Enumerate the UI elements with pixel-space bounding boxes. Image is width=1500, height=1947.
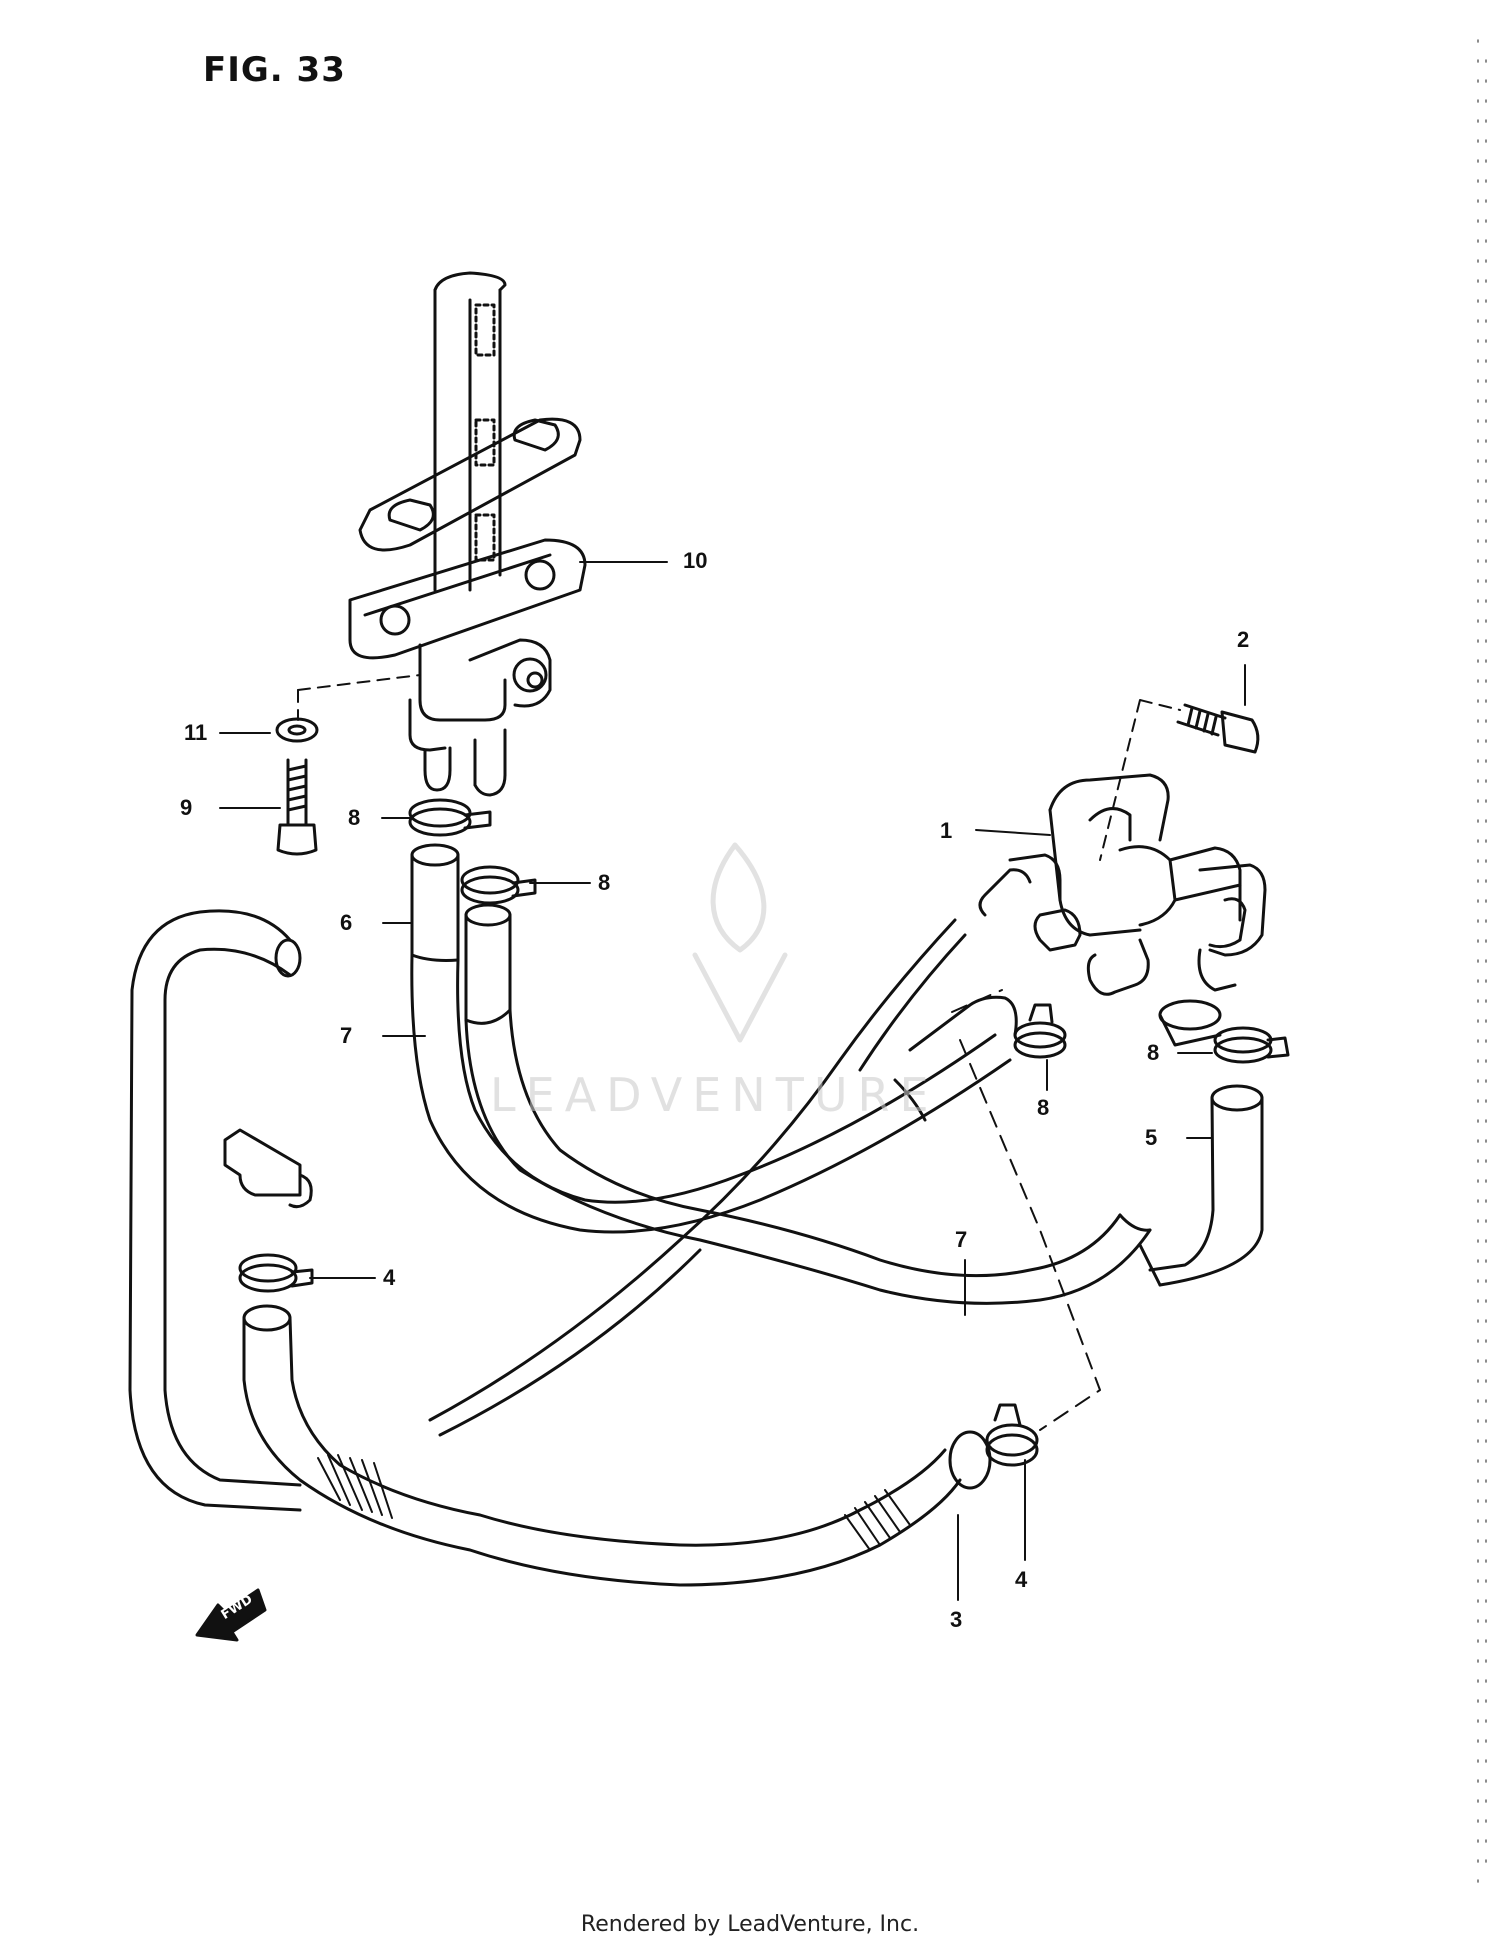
bolt-fuel-pump [1176, 703, 1260, 754]
fuel-cock-strainer [433, 271, 507, 592]
fwd-arrow-shape [195, 1588, 267, 1642]
footer-credit: Rendered by LeadVenture, Inc. [580, 1912, 920, 1937]
callout-label-1: 1 [940, 818, 953, 843]
t-joint [223, 1128, 313, 1209]
callout-label-8d: 8 [1147, 1040, 1160, 1065]
clamp-pump [1013, 1003, 1067, 1059]
hose-main-upper [410, 953, 1152, 1305]
callout-label-7b: 7 [955, 1227, 968, 1252]
clamp-lower [985, 1403, 1039, 1467]
callout-label-8a: 8 [348, 805, 361, 830]
hose-sleeve-marks [410, 953, 1152, 1232]
callout-label-10: 9 [180, 795, 193, 820]
callout-label-9: 10 [683, 548, 708, 573]
callout-leaders [219, 561, 1246, 1601]
callout-label-11: 11 [184, 720, 208, 745]
hose-right-loop [1138, 1084, 1264, 1287]
hose-left-loop [128, 909, 302, 1512]
fuel-pump [978, 773, 1267, 1047]
clamp-left [238, 1253, 314, 1293]
callout-label-7a: 7 [340, 1023, 353, 1048]
callout-label-3: 3 [950, 1607, 963, 1632]
leader-pump-bolt [1099, 699, 1181, 861]
clamp-right [1213, 1026, 1290, 1064]
clamp-upper-left [408, 798, 492, 837]
hose-short [410, 843, 512, 1022]
hose-lower [242, 1304, 992, 1587]
figure-title: FIG. 33 [203, 50, 346, 90]
callout-label-8c: 8 [1037, 1095, 1050, 1120]
fuel-cock-body [348, 538, 587, 797]
callout-label-2: 2 [1237, 627, 1250, 652]
callout-label-6: 6 [340, 910, 353, 935]
watermark-text: LEADVENTURE [490, 1068, 939, 1122]
scan-edge-dots [1477, 39, 1487, 1901]
washer [275, 717, 319, 743]
leader-fuel-cock-washer [297, 674, 421, 691]
fuel-cock-gasket [358, 417, 582, 552]
callout-label-4b: 4 [1015, 1567, 1028, 1592]
bolt-fuel-cock [276, 758, 318, 856]
callout-label-5: 5 [1145, 1125, 1158, 1150]
leader-clamp-dash-b [951, 989, 1003, 1013]
watermark-logo [692, 842, 788, 1043]
callout-label-4a: 4 [383, 1265, 396, 1290]
callout-label-8b: 8 [598, 870, 611, 895]
hose-pump-outlet [428, 918, 1018, 1437]
leader-clamp-dash [959, 1039, 1101, 1431]
clamp-upper-right [460, 865, 537, 905]
